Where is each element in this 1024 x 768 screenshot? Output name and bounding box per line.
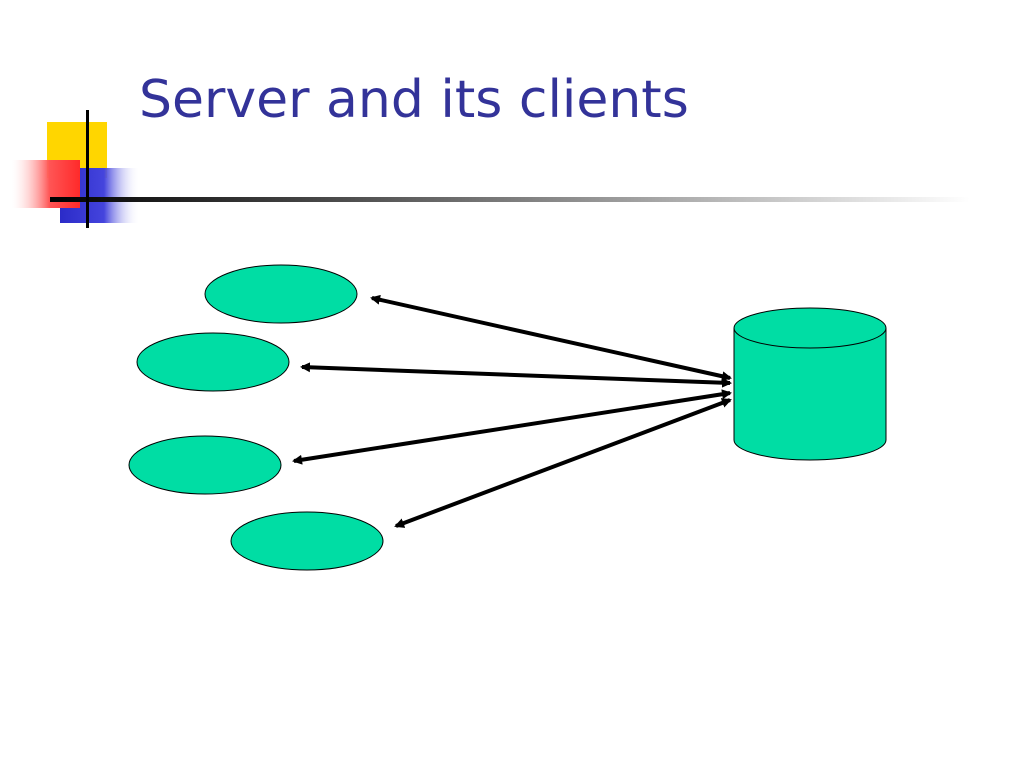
title-underline — [50, 197, 970, 202]
connection-arrow-4 — [394, 398, 732, 528]
connection-arrow-1 — [370, 294, 732, 382]
vertical-divider — [86, 110, 89, 228]
connection-arrow-3 — [292, 389, 732, 465]
server-cylinder — [733, 307, 887, 461]
client-node-2 — [136, 332, 290, 392]
client-node-3 — [128, 435, 282, 495]
connection-arrow-2 — [300, 362, 732, 388]
slide-title: Server and its clients — [139, 70, 689, 130]
client-node-4 — [230, 511, 384, 571]
client-node-1 — [204, 264, 358, 324]
title-decoration — [12, 110, 970, 228]
